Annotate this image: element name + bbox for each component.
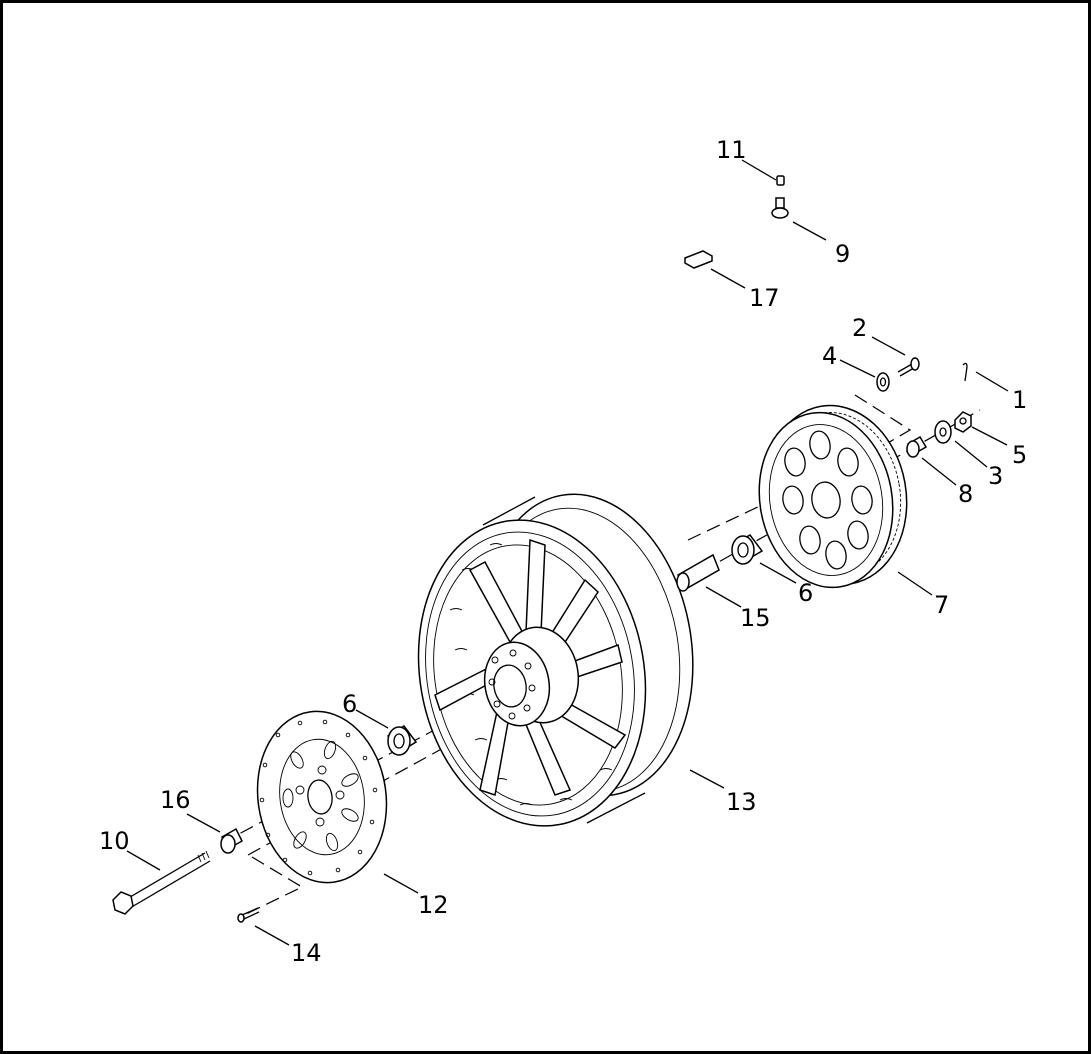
- axle-nut: [954, 411, 972, 433]
- callout-5: 5: [1012, 441, 1027, 469]
- callout-7: 7: [934, 591, 949, 619]
- pulley-bolt: [897, 357, 920, 377]
- callout-13: 13: [726, 788, 757, 816]
- valve-cap: [776, 175, 785, 186]
- callout-6-left: 6: [342, 690, 357, 718]
- leader-lines: [126, 159, 1009, 946]
- cotter-pin: [962, 362, 968, 382]
- callout-15: 15: [740, 604, 771, 632]
- callout-6-right: 6: [798, 579, 813, 607]
- callout-10: 10: [99, 827, 130, 855]
- spacer-right: [906, 435, 928, 458]
- callout-11: 11: [716, 136, 747, 164]
- center-spacer: [676, 553, 720, 592]
- callout-8: 8: [958, 480, 973, 508]
- callout-labels: 1 2 3 4 5 6 6 7 8 9 10 11 12 13 14 15 16…: [99, 136, 1027, 967]
- callout-14: 14: [291, 939, 322, 967]
- axle: [112, 850, 211, 915]
- callout-3: 3: [988, 462, 1003, 490]
- bearing-left: [386, 724, 418, 756]
- callout-4: 4: [822, 342, 837, 370]
- wheel: [417, 493, 694, 827]
- brake-rotor: [256, 710, 388, 884]
- callout-17: 17: [749, 284, 780, 312]
- bearing-right: [731, 534, 764, 565]
- callout-9: 9: [835, 240, 850, 268]
- callout-12: 12: [418, 891, 449, 919]
- spacer-left: [220, 827, 243, 854]
- rotor-bolt: [237, 907, 260, 923]
- callout-2: 2: [852, 314, 867, 342]
- balance-weight: [684, 250, 713, 269]
- washer: [876, 372, 890, 392]
- valve-stem: [771, 197, 789, 219]
- pulley-sprocket: [758, 404, 908, 589]
- exploded-wheel-diagram: 1 2 3 4 5 6 6 7 8 9 10 11 12 13 14 15 16…: [99, 136, 1027, 967]
- axle-washer: [934, 420, 952, 444]
- callout-16: 16: [160, 786, 191, 814]
- callout-1: 1: [1012, 386, 1027, 414]
